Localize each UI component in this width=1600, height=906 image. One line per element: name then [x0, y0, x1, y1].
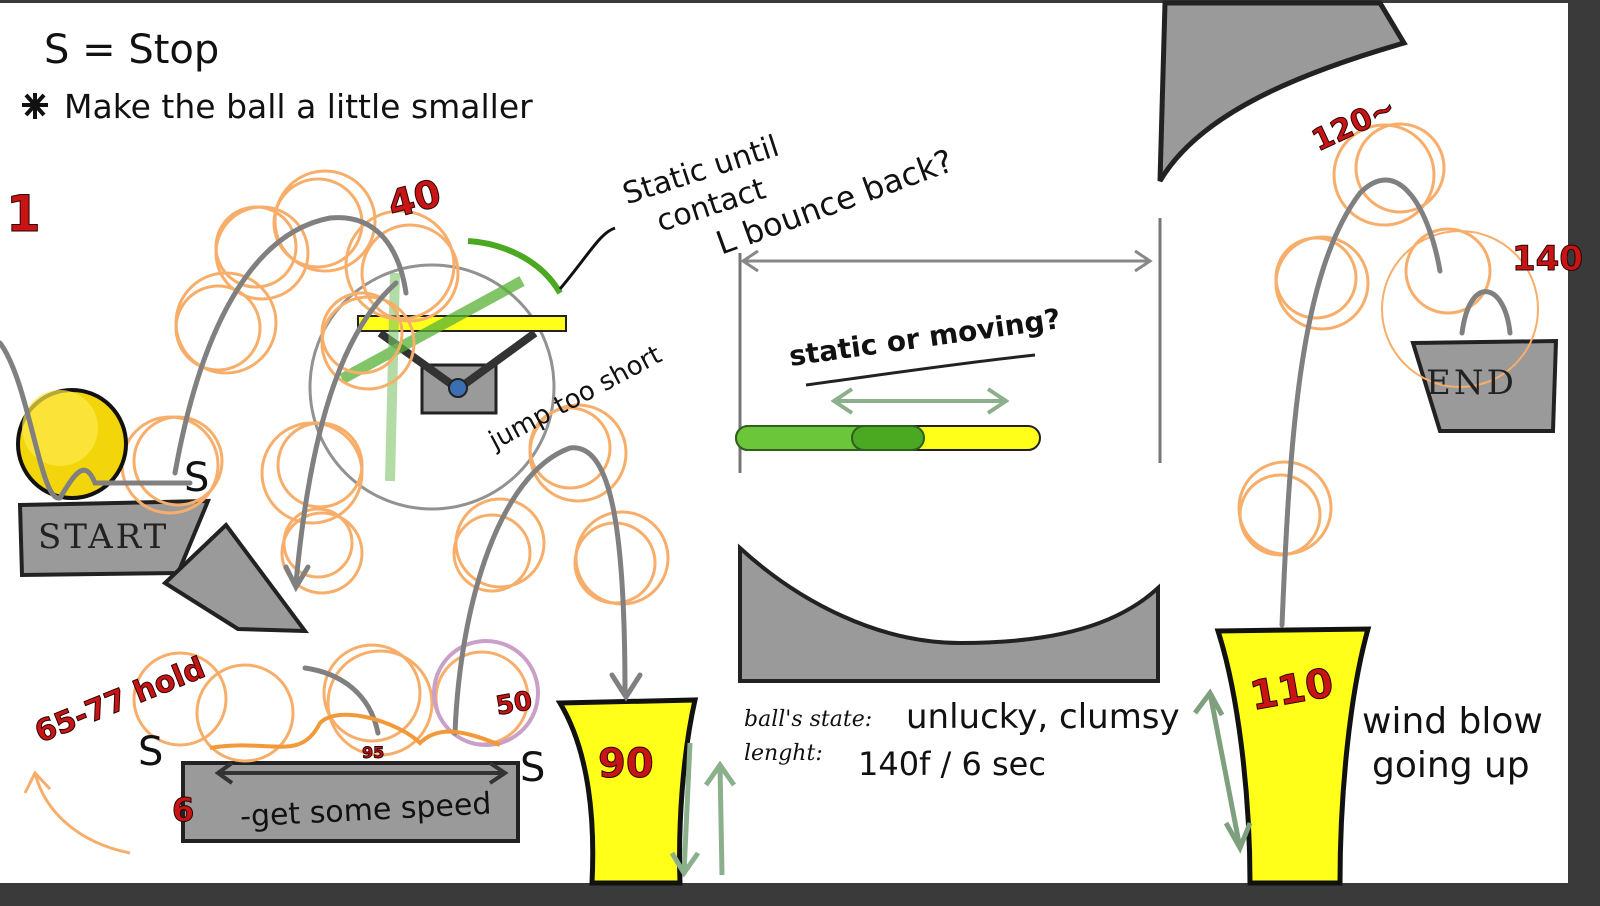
- tube-90: [555, 697, 699, 886]
- hanging-wedge: [1157, 0, 1408, 183]
- storyboard-sheet: S = Stop Make the ball a little smaller …: [0, 0, 1583, 886]
- scene-number: 1: [6, 185, 42, 244]
- frame-95: 95: [361, 743, 385, 763]
- contact-circle: [308, 263, 556, 511]
- stop-marker-start: S: [184, 455, 210, 501]
- frame-140: 140: [1512, 239, 1584, 280]
- ball-state-label: ball's state:: [744, 707, 873, 732]
- legend-text: S = Stop: [44, 27, 220, 73]
- note-wind: wind blow: [1362, 701, 1543, 742]
- length-label: lenght:: [744, 741, 823, 766]
- half-pipe: [738, 543, 1160, 683]
- length-value: 140f / 6 sec: [858, 745, 1046, 783]
- start-label: START: [38, 517, 170, 557]
- trajectory: [0, 177, 1513, 736]
- ramp-wedge: [161, 521, 310, 634]
- note-smaller-ball: Make the ball a little smaller: [64, 87, 533, 126]
- speed-platform: [181, 761, 520, 843]
- frame-loop-6: 6: [171, 791, 195, 830]
- tube-110: [1214, 626, 1372, 886]
- frame-90: 90: [598, 741, 655, 788]
- end-label: END: [1426, 363, 1517, 403]
- storyboard-drawing: [0, 0, 1559, 886]
- end-bin: [1410, 338, 1559, 433]
- ball-state-value: unlucky, clumsy: [906, 697, 1180, 737]
- frame-50: 50: [493, 686, 535, 723]
- onion-skin-balls: [120, 122, 1539, 763]
- stop-marker-right: S: [520, 745, 546, 791]
- stop-marker-left: S: [138, 729, 164, 775]
- note-wind-2: going up: [1372, 745, 1530, 786]
